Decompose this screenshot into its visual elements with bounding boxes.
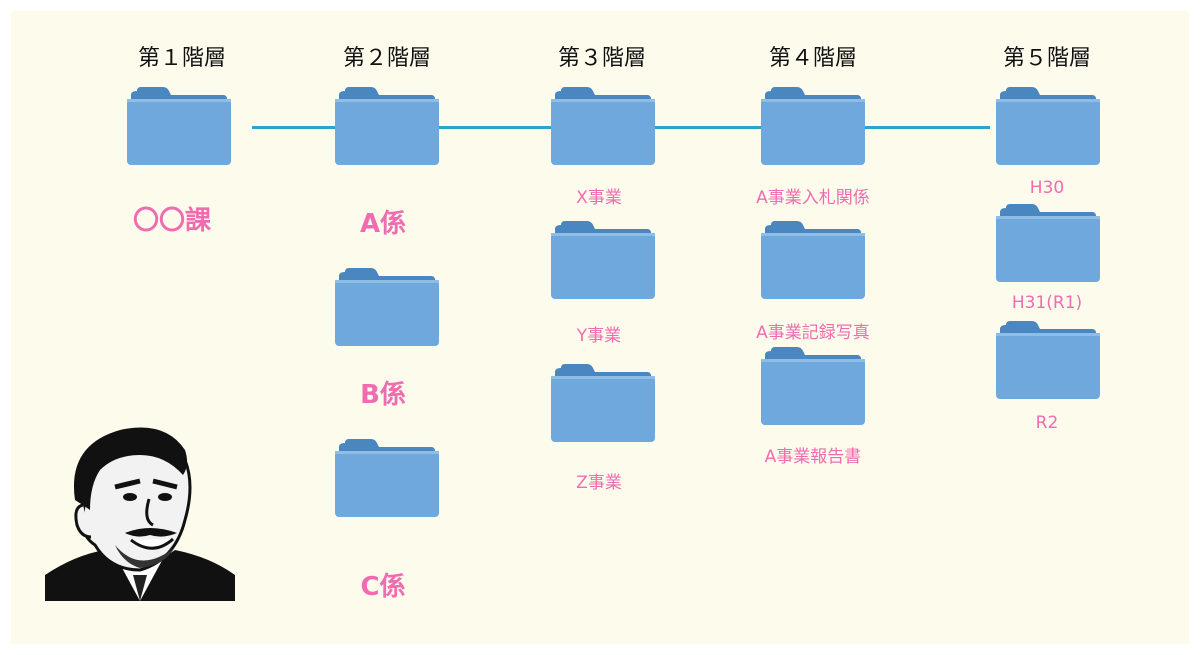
folder-label-section: 〇〇課	[132, 206, 211, 236]
folder-label-x-project: X事業	[576, 188, 622, 208]
folder-icon[interactable]	[335, 87, 439, 165]
folder-icon[interactable]	[335, 268, 439, 346]
folder-label-z-project: Z事業	[576, 473, 622, 493]
folder-label-b-kakari: B係	[360, 380, 406, 410]
folder-label-a-kakari: A係	[359, 209, 407, 239]
folder-icon[interactable]	[551, 87, 655, 165]
folder-label-y-project: Y事業	[576, 326, 622, 346]
folder-label-h31-r1: H31(R1)	[1011, 293, 1083, 313]
folder-label-bidding: A事業入札関係	[756, 188, 870, 208]
folder-icon[interactable]	[127, 87, 231, 165]
level-1-heading: 第１階層	[137, 46, 226, 71]
folder-icon[interactable]	[761, 347, 865, 425]
folder-label-h30: H30	[1029, 178, 1065, 198]
folder-icon[interactable]	[761, 87, 865, 165]
folder-icon[interactable]	[551, 364, 655, 442]
folder-label-report: A事業報告書	[764, 447, 862, 467]
folder-icon[interactable]	[996, 204, 1100, 282]
folder-icon[interactable]	[335, 439, 439, 517]
level-5-heading: 第５階層	[1002, 46, 1091, 71]
folder-icon[interactable]	[551, 221, 655, 299]
meme-face-icon	[45, 425, 235, 601]
level-2-heading: 第２階層	[342, 46, 431, 71]
folder-icon[interactable]	[996, 87, 1100, 165]
folder-label-r2: R2	[1035, 413, 1059, 433]
folder-label-c-kakari: C係	[360, 572, 406, 602]
level-3-heading: 第３階層	[557, 46, 646, 71]
folder-icon[interactable]	[761, 221, 865, 299]
level-4-heading: 第４階層	[768, 46, 857, 71]
folder-label-photos: A事業記録写真	[756, 323, 870, 343]
folder-icon[interactable]	[996, 321, 1100, 399]
